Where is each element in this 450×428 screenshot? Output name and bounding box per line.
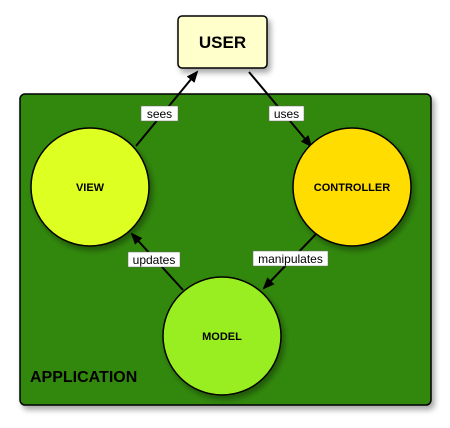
user-node-label: USER: [199, 33, 246, 52]
view-node-label: VIEW: [76, 182, 105, 194]
edge-label-sees-text: sees: [147, 107, 172, 121]
edge-label-manipulates-text: manipulates: [258, 252, 323, 266]
model-node-label: MODEL: [202, 331, 242, 343]
edge-label-uses-text: uses: [274, 107, 299, 121]
view-node: [30, 127, 150, 247]
application-label: APPLICATION: [30, 369, 137, 386]
controller-node: [292, 127, 412, 247]
edge-label-manipulates: manipulates: [252, 250, 329, 267]
controller-node-label: CONTROLLER: [314, 182, 390, 194]
edge-label-updates-text: updates: [133, 253, 176, 267]
edge-label-updates: updates: [127, 251, 181, 268]
user-node: [177, 15, 268, 69]
model-node: [162, 276, 282, 396]
edge-label-uses: uses: [268, 105, 305, 122]
edge-label-sees: sees: [140, 105, 179, 122]
